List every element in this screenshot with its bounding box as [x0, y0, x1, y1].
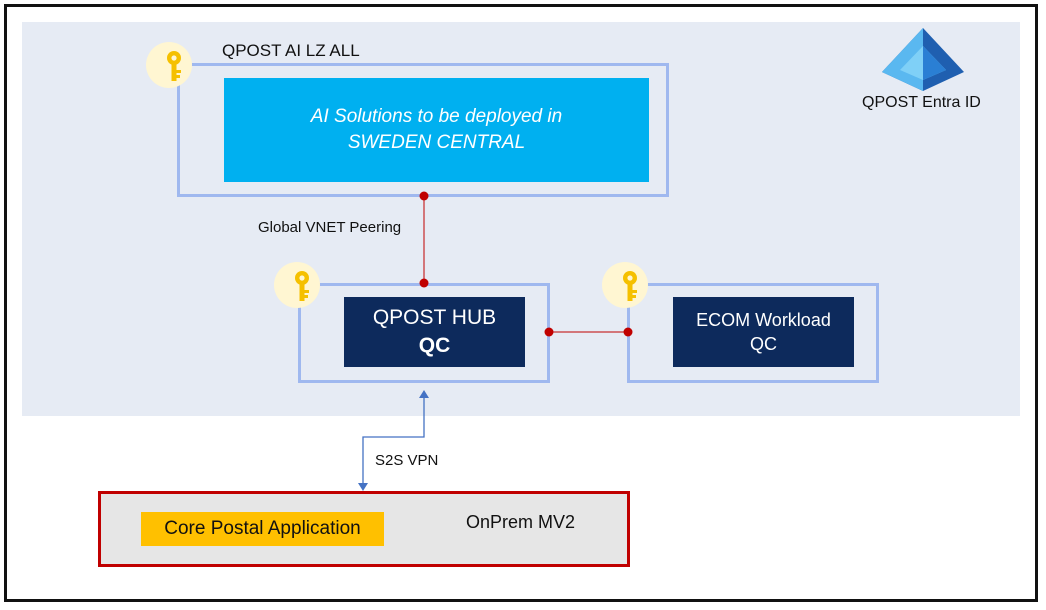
s2s-vpn-connector — [358, 390, 429, 491]
qpost-hub-block: QPOST HUB QC — [344, 297, 525, 367]
hub-line2: QC — [418, 334, 451, 357]
key-icon — [167, 51, 181, 81]
entra-id-icon — [882, 28, 964, 91]
ai-solutions-block: AI Solutions to be deployed in SWEDEN CE… — [224, 78, 649, 182]
hub-line1: QPOST HUB — [372, 306, 497, 329]
s2s-vpn-label: S2S VPN — [375, 452, 439, 469]
key-icon — [146, 42, 192, 88]
entra-id-label: QPOST Entra ID — [862, 94, 981, 111]
key-icon — [295, 271, 309, 301]
ai-lz-title: QPOST AI LZ ALL — [222, 41, 360, 60]
onprem-label: OnPrem MV2 — [466, 512, 576, 532]
core-postal-application: Core Postal Application — [141, 512, 384, 546]
connector-dot — [544, 327, 554, 337]
connector-dot — [419, 191, 429, 201]
ecom-workload-block: ECOM Workload QC — [673, 297, 854, 367]
key-icon — [623, 271, 637, 301]
connector-dot — [623, 327, 633, 337]
ecom-line2: QC — [750, 334, 777, 354]
ai-solutions-line1: AI Solutions to be deployed in — [310, 106, 563, 127]
ai-solutions-line2: SWEDEN CENTRAL — [347, 132, 526, 153]
ecom-line1: ECOM Workload — [696, 310, 831, 330]
key-icon — [602, 262, 648, 308]
key-icon — [274, 262, 320, 308]
peering-label: Global VNET Peering — [258, 219, 402, 236]
connector-dot — [419, 278, 429, 288]
